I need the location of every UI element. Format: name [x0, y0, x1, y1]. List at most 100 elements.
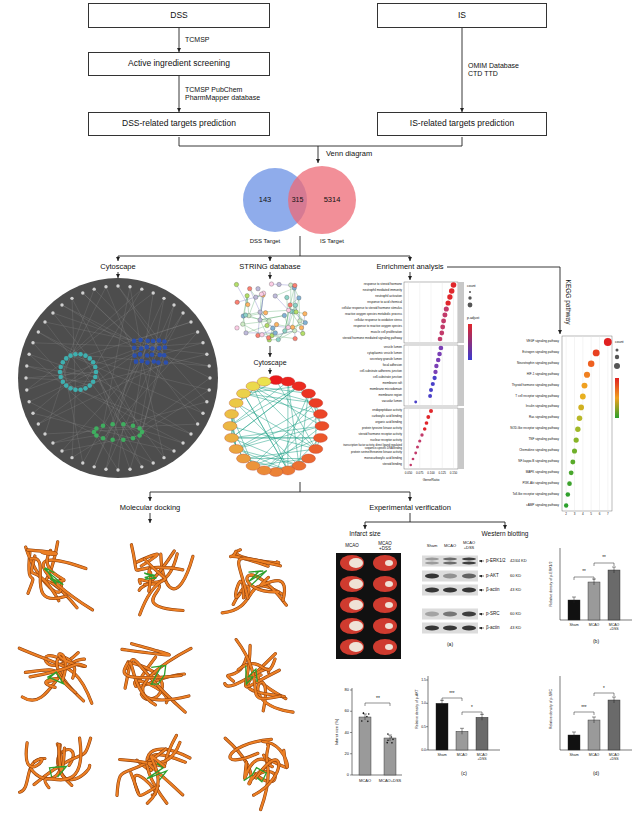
protein-band: [462, 612, 476, 617]
figure-label: Molecular docking: [120, 504, 180, 513]
error-bar: [614, 567, 615, 573]
hub-node: [236, 454, 250, 463]
process-box: IS-related targets prediction: [377, 112, 547, 136]
figure-label: membrane microdomain: [370, 388, 402, 391]
figure-label: 60 KD: [510, 574, 521, 579]
ppi-node: [293, 283, 297, 287]
figure-label: steroid hormone receptor activity: [358, 433, 402, 436]
ribbon-edge: [261, 577, 284, 600]
ppi-node: [277, 282, 281, 286]
hub-link: [236, 426, 322, 449]
target-dot: [78, 388, 83, 393]
ppi-link: [249, 313, 266, 316]
error-bar: [614, 697, 615, 703]
figure-label: steroid binding: [382, 463, 402, 466]
network-link: [45, 322, 133, 438]
infarct-area: [385, 560, 393, 566]
term-dot: [449, 288, 454, 293]
process-box: DSS-related targets prediction: [88, 112, 270, 136]
flow-arrow: [270, 272, 271, 279]
pathway-mark: [181, 441, 184, 444]
ppi-link: [260, 315, 284, 319]
pathway-mark: [201, 412, 204, 415]
figure-label: MCAO +DSS: [373, 541, 397, 551]
figure-label: cell-substrate junction: [373, 376, 402, 379]
grid-line: [566, 336, 567, 511]
figure-label: Cytoscape: [253, 359, 286, 367]
target-dot: [134, 359, 139, 364]
hub-node: [229, 399, 243, 408]
ligand: [249, 571, 267, 586]
ribbon-edge: [26, 743, 42, 767]
network-link: [62, 305, 134, 348]
facet-strip: [458, 345, 464, 406]
hub-node: [236, 389, 250, 398]
network-link: [123, 424, 174, 451]
network-link: [147, 355, 198, 424]
protein-ribbon: [131, 545, 182, 571]
grid-line: [419, 282, 420, 343]
error-bar: [482, 714, 483, 720]
figure-label: Neurotrophin signaling pathway: [517, 362, 559, 365]
target-dot: [131, 436, 136, 441]
hub-node: [302, 454, 316, 463]
network-link: [135, 356, 203, 414]
blot-strip: [422, 609, 478, 620]
hub-node: [313, 410, 327, 419]
network-link: [66, 289, 142, 358]
figure-label: MCAO +DSS: [474, 753, 490, 761]
figure-label: cAMP signaling pathway: [526, 504, 559, 507]
ppi-node: [283, 329, 287, 333]
pathway-mark: [27, 352, 30, 355]
blot-strip: [422, 623, 478, 634]
target-dot: [132, 353, 137, 358]
band-pointer: [479, 614, 484, 615]
brain-slice: [373, 639, 397, 655]
figure-label: *: [603, 686, 605, 691]
pathway-mark: [81, 291, 84, 294]
network-link: [81, 289, 142, 390]
ppi-link: [298, 298, 300, 321]
bar: [384, 738, 396, 775]
network-link: [94, 289, 166, 362]
axis-tick: [426, 680, 428, 681]
network-link: [152, 305, 174, 355]
network-link: [38, 362, 166, 424]
merge-line: [318, 137, 462, 146]
ppi-node: [301, 331, 305, 335]
pathway-dot: [604, 338, 612, 346]
ribbon-edge: [140, 559, 166, 615]
bar: [436, 703, 448, 750]
network-link: [61, 289, 94, 377]
target-dot: [152, 359, 157, 364]
network-link: [165, 313, 183, 348]
ppi-node: [243, 313, 247, 317]
term-dot: [436, 358, 441, 363]
pathway-dot: [574, 437, 579, 442]
network-link: [45, 429, 140, 434]
pathway-mark: [60, 303, 63, 306]
figure-label: 1.5: [421, 678, 426, 682]
hub-link: [236, 414, 320, 449]
ligand: [47, 672, 63, 684]
target-dot: [138, 352, 143, 357]
size-key: [468, 296, 471, 299]
ribbon-edge: [236, 581, 244, 598]
protein-band: [443, 558, 457, 561]
error-cap: [592, 717, 596, 718]
protein-ribbon: [19, 648, 92, 703]
figure-label: vacuolar lumen: [382, 400, 402, 403]
network-link: [142, 305, 174, 432]
pathway-mark: [128, 468, 131, 471]
hub-node: [269, 468, 283, 477]
hub-link: [232, 386, 299, 438]
figure-label: Sham: [569, 753, 578, 757]
figure-label: Toll-like receptor signaling pathway: [512, 493, 559, 496]
figure-label: MCAO +DSS: [460, 541, 478, 550]
figure-label: 43 KD: [510, 626, 521, 631]
pathway-dot: [569, 470, 574, 475]
term-dot: [440, 325, 445, 330]
network-link: [106, 348, 134, 469]
ppi-node: [256, 287, 260, 291]
figure-label: HIF-1 signaling pathway: [527, 373, 559, 376]
